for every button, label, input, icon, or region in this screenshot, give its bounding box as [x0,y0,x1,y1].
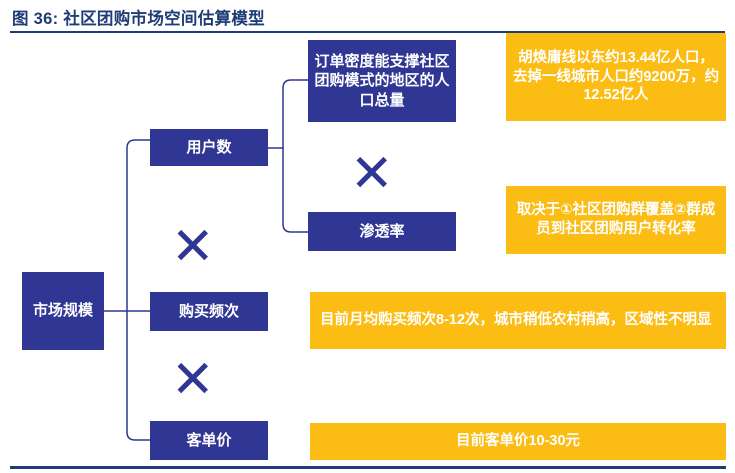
multiply-icon-frequency: ✕ [171,218,215,276]
multiply-icon-penetration: ✕ [350,145,394,203]
node-purchase-frequency[interactable]: 购买频次 [150,292,268,331]
note-penetration-text: 取决于①社区团购群覆盖②群成员到社区团购用户转化率 [516,202,716,237]
node-order-density-population[interactable]: 订单密度能支撑社区团购模式的地区的人口总量 [308,40,456,122]
node-order-density-population-label: 订单密度能支撑社区团购模式的地区的人口总量 [314,53,450,109]
node-user-count[interactable]: 用户数 [150,129,268,166]
node-purchase-frequency-label: 购买频次 [178,302,239,320]
node-penetration-rate[interactable]: 渗透率 [308,212,456,251]
bottom-divider [10,466,726,469]
node-user-count-label: 用户数 [186,138,232,156]
note-price-text: 目前客单价10-30元 [455,433,581,450]
multiply-icon-price: ✕ [171,351,215,409]
note-population: 胡焕庸线以东约13.44亿人口，去掉一线城市人口约9200万，约12.52亿人 [506,33,726,121]
page-title: 图 36: 社区团购市场空间估算模型 [12,10,265,28]
title-divider [10,31,725,33]
note-frequency-text: 目前月均购买频次8-12次，城市稍低农村稍高，区域性不明显 [320,312,712,329]
note-population-text: 胡焕庸线以东约13.44亿人口，去掉一线城市人口约9200万，约12.52亿人 [512,50,720,104]
node-penetration-rate-label: 渗透率 [359,222,405,240]
node-market-size[interactable]: 市场规模 [22,272,104,350]
note-price: 目前客单价10-30元 [310,423,726,460]
node-market-size-label: 市场规模 [32,302,93,320]
node-average-order-value-label: 客单价 [186,431,232,449]
node-average-order-value[interactable]: 客单价 [150,421,268,460]
note-penetration: 取决于①社区团购群覆盖②群成员到社区团购用户转化率 [506,186,726,254]
note-frequency: 目前月均购买频次8-12次，城市稍低农村稍高，区域性不明显 [310,292,726,349]
